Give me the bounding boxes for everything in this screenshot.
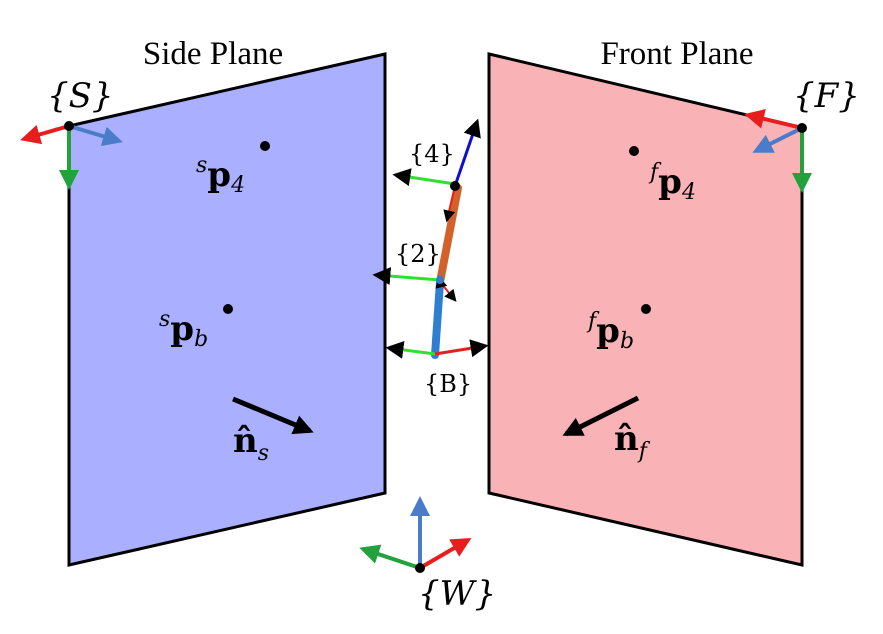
front-plane-title: Front Plane xyxy=(600,36,753,72)
front-point-4-marker xyxy=(629,146,639,156)
robot-frame-2-label: {2} xyxy=(395,240,441,268)
side-normal-arrow xyxy=(232,396,314,435)
frame-4-x-axis xyxy=(443,185,456,223)
side-point-b-marker xyxy=(223,304,233,314)
front-point-b-marker xyxy=(641,304,651,314)
side-frame-axes xyxy=(20,121,123,190)
side-frame-label: {S} xyxy=(47,76,114,116)
robot-top-axis xyxy=(453,118,481,187)
robot-lower-link xyxy=(431,278,444,359)
side-point-4-marker xyxy=(260,141,270,151)
side-point-b-label: spb xyxy=(159,307,208,352)
frame-4-y-axis xyxy=(392,168,456,187)
frame-b-y-axis xyxy=(385,340,436,359)
front-point-4-label: fp4 xyxy=(648,160,696,205)
world-frame-label: {W} xyxy=(418,574,496,614)
robot-frame-4-label: {4} xyxy=(409,140,455,168)
frame-2-y-axis xyxy=(372,267,441,286)
front-frame-label: {F} xyxy=(793,76,860,116)
front-point-b-label: fpb xyxy=(586,309,634,354)
frame-b-x-axis xyxy=(434,339,489,358)
side-plane-title: Side Plane xyxy=(143,36,283,72)
world-frame-axes xyxy=(359,496,472,573)
side-point-4-label: sp4 xyxy=(196,153,245,198)
side-normal-label: n̂s xyxy=(233,421,269,466)
robot-frame-b-label: {B} xyxy=(424,370,472,398)
front-normal-arrow xyxy=(562,395,640,437)
robot-linkage xyxy=(372,118,489,359)
front-frame-axes xyxy=(744,109,812,193)
robot-upper-link xyxy=(436,184,462,286)
